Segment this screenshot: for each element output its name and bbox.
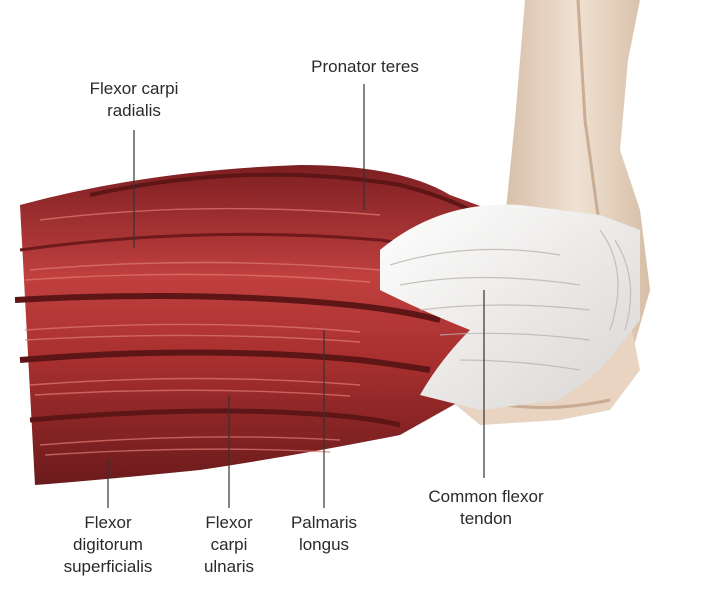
label-flexor-carpi-ulnaris: Flexor carpi ulnaris	[203, 513, 255, 576]
flexor-digitorum-superficialis-muscle	[29, 408, 401, 428]
label-flexor-digitorum-superficialis: Flexor digitorum superficialis	[63, 513, 153, 576]
common-flexor-tendon	[380, 204, 640, 410]
label-common-flexor-tendon: Common flexor tendon	[428, 487, 544, 528]
palmaris-longus-muscle	[14, 293, 441, 323]
label-flexor-carpi-radialis: Flexor carpi radialis	[89, 79, 179, 120]
label-pronator-teres: Pronator teres	[311, 57, 419, 76]
pronator-teres-muscle	[89, 172, 471, 212]
label-palmaris-longus: Palmaris longus	[290, 513, 358, 554]
flexor-carpi-ulnaris-muscle	[19, 349, 431, 373]
